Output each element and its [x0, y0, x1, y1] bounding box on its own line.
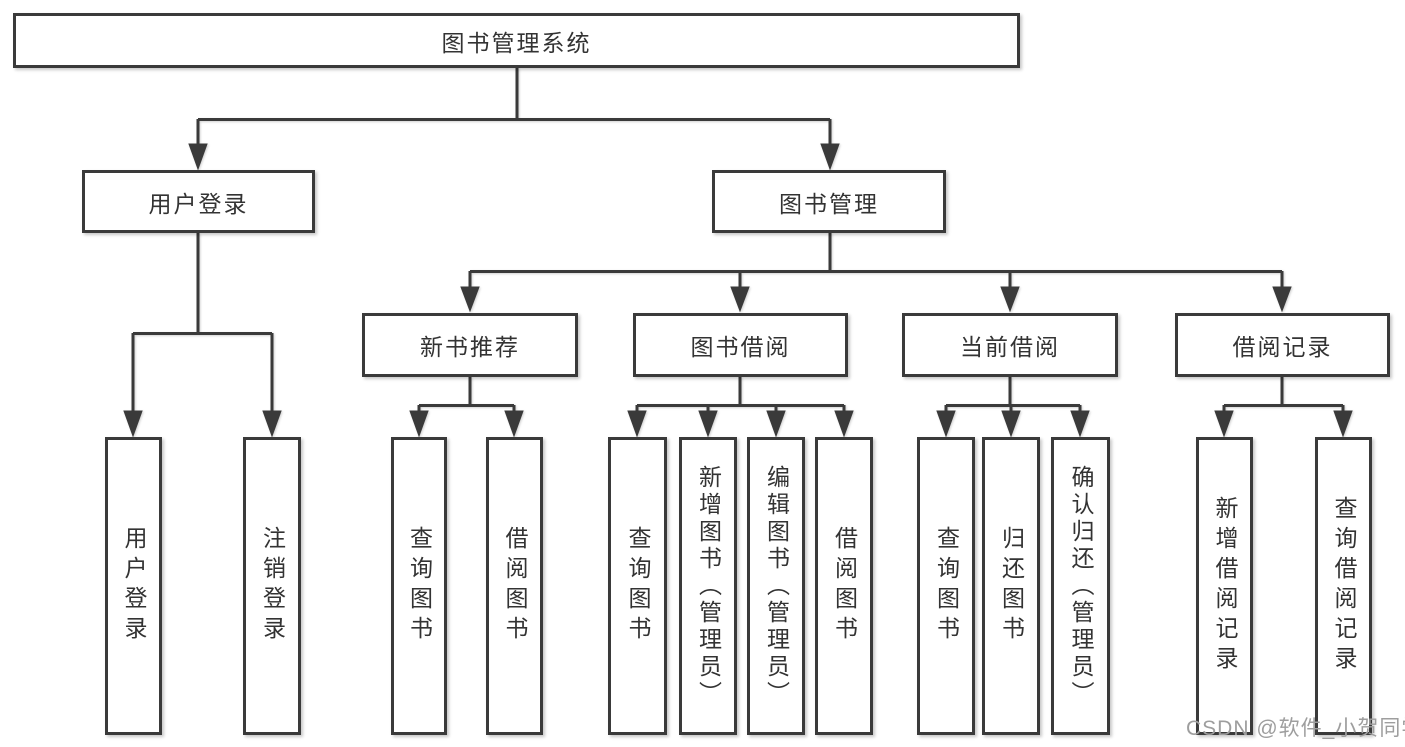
node-book-borrow: 图书借阅	[633, 313, 848, 377]
leaf-records-query-label: 查询借阅记录	[1331, 496, 1357, 676]
leaf-newbooks-query: 查询图书	[391, 437, 447, 735]
leaf-borrow-edit-label: 编辑图书（管理员）	[763, 464, 790, 708]
node-new-books-label: 新书推荐	[420, 334, 520, 360]
leaf-current-confirm-label: 确认归还（管理员）	[1068, 464, 1094, 708]
node-current-borrow-label: 当前借阅	[960, 334, 1060, 360]
node-root: 图书管理系统	[13, 13, 1020, 68]
leaf-logout: 注销登录	[243, 437, 301, 735]
node-borrow-records: 借阅记录	[1175, 313, 1390, 377]
leaf-user-login: 用户登录	[105, 437, 162, 735]
leaf-newbooks-borrow: 借阅图书	[486, 437, 543, 735]
node-user-login: 用户登录	[82, 170, 315, 233]
leaf-borrow-query: 查询图书	[608, 437, 667, 735]
leaf-records-add-label: 新增借阅记录	[1212, 496, 1238, 676]
leaf-borrow-borrow: 借阅图书	[815, 437, 873, 735]
node-current-borrow: 当前借阅	[902, 313, 1118, 377]
node-root-label: 图书管理系统	[441, 29, 592, 56]
node-book-borrow-label: 图书借阅	[690, 334, 791, 360]
leaf-current-query: 查询图书	[917, 437, 975, 735]
watermark: CSDN @软件_小贺同学	[1186, 717, 1405, 740]
leaf-records-add: 新增借阅记录	[1196, 437, 1253, 735]
leaf-current-return: 归还图书	[982, 437, 1040, 735]
leaf-user-login-label: 用户登录	[121, 526, 147, 646]
leaf-records-query: 查询借阅记录	[1315, 437, 1372, 735]
node-book-mgmt: 图书管理	[712, 170, 946, 233]
leaf-borrow-add-label: 新增图书（管理员）	[695, 464, 722, 708]
leaf-borrow-borrow-label: 借阅图书	[831, 526, 858, 646]
node-borrow-records-label: 借阅记录	[1232, 334, 1333, 360]
node-user-login-label: 用户登录	[148, 190, 249, 217]
leaf-borrow-add: 新增图书（管理员）	[679, 437, 737, 735]
node-new-books: 新书推荐	[362, 313, 578, 377]
leaf-logout-label: 注销登录	[259, 526, 286, 646]
leaf-current-return-label: 归还图书	[998, 526, 1025, 646]
leaf-borrow-edit: 编辑图书（管理员）	[747, 437, 805, 735]
leaf-current-confirm: 确认归还（管理员）	[1051, 437, 1110, 735]
leaf-borrow-query-label: 查询图书	[625, 526, 651, 646]
node-book-mgmt-label: 图书管理	[779, 190, 879, 217]
leaf-newbooks-query-label: 查询图书	[406, 526, 433, 646]
leaf-newbooks-borrow-label: 借阅图书	[502, 526, 528, 646]
leaf-current-query-label: 查询图书	[933, 526, 960, 646]
